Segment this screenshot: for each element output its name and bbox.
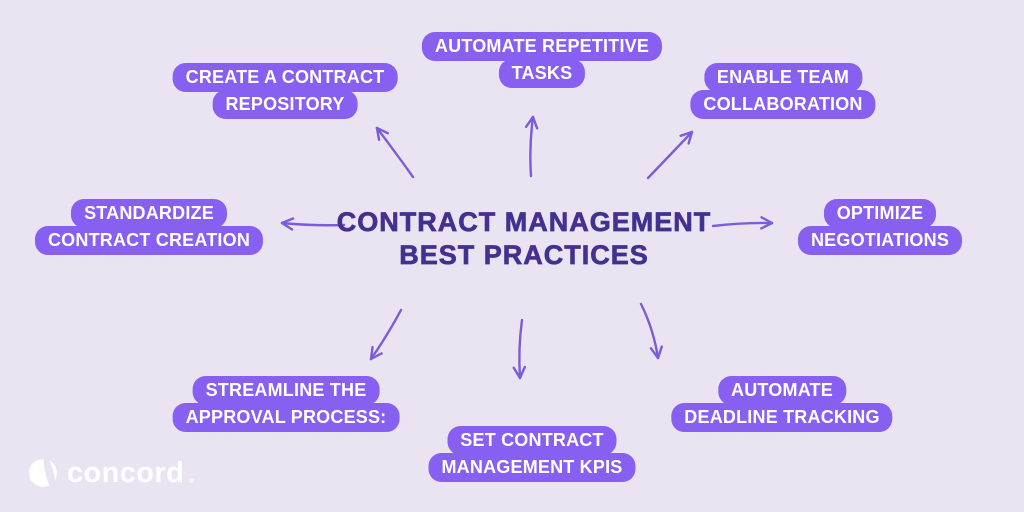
node-label-line: TASKS	[498, 59, 586, 88]
arrow-head	[760, 216, 774, 225]
node-optimize-negotiations: OPTIMIZE NEGOTIATIONS	[797, 199, 963, 255]
arrow-head	[375, 126, 389, 135]
node-label-line: STANDARDIZE	[71, 199, 227, 228]
arrow-head	[524, 115, 535, 128]
arrow-head	[280, 221, 294, 231]
concord-logo: concord	[28, 457, 195, 489]
node-label-line: STREAMLINE THE	[192, 376, 380, 405]
arrow-head	[679, 130, 694, 137]
node-label-line: ENABLE TEAM	[703, 63, 863, 92]
arrow-head	[687, 130, 694, 145]
arrow-head	[369, 352, 383, 361]
arrow-shaft	[646, 130, 694, 180]
center-topic-line: CONTRACT MANAGEMENT	[336, 207, 712, 238]
node-label-line: CREATE A CONTRACT	[172, 63, 398, 92]
concord-mark-icon	[29, 458, 57, 488]
arrow-shaft	[280, 221, 346, 227]
node-label-line: AUTOMATE REPETITIVE	[421, 32, 663, 61]
node-label-line: SET CONTRACT	[447, 426, 617, 455]
arrow-head	[649, 347, 660, 360]
arrow-shaft	[518, 318, 524, 380]
arrow-head	[512, 366, 522, 380]
node-label-line: AUTOMATE	[718, 376, 846, 405]
node-label-line: OPTIMIZE	[823, 199, 937, 228]
node-label-line: COLLABORATION	[690, 90, 876, 119]
node-label-line: NEGOTIATIONS	[797, 226, 963, 255]
arrow-shaft	[639, 302, 660, 360]
arrow-shaft	[529, 115, 535, 178]
concord-logo-text: concord	[67, 457, 185, 489]
arrow-head	[760, 221, 774, 230]
center-topic-line: BEST PRACTICES	[399, 240, 649, 271]
arrow-shaft	[711, 221, 774, 228]
arrow-head	[518, 365, 526, 380]
node-set-contract-management-kpis: SET CONTRACT MANAGEMENT KPIS	[428, 426, 636, 482]
arrow-head	[656, 345, 663, 360]
arrow-shaft	[375, 126, 415, 179]
node-label-line: MANAGEMENT KPIS	[428, 453, 636, 482]
node-label-line: APPROVAL PROCESS:	[172, 403, 400, 432]
arrow-shaft	[369, 308, 403, 361]
arrow-head	[531, 115, 539, 130]
node-standardize-contract-creation: STANDARDIZE CONTRACT CREATION	[34, 199, 264, 255]
node-enable-team-collaboration: ENABLE TEAM COLLABORATION	[690, 63, 876, 119]
arrow-head	[375, 126, 381, 141]
node-streamline-the-approval-process: STREAMLINE THE APPROVAL PROCESS:	[172, 376, 400, 432]
node-automate-repetitive-tasks: AUTOMATE REPETITIVE TASKS	[421, 32, 663, 88]
center-topic: CONTRACT MANAGEMENT BEST PRACTICES	[336, 206, 712, 272]
concord-logo-dot	[189, 478, 195, 483]
node-label-line: CONTRACT CREATION	[34, 226, 264, 255]
node-automate-deadline-tracking: AUTOMATE DEADLINE TRACKING	[671, 376, 893, 432]
arrow-head	[369, 345, 374, 361]
arrow-head	[280, 217, 295, 225]
node-label-line: REPOSITORY	[212, 90, 358, 119]
node-label-line: DEADLINE TRACKING	[671, 403, 893, 432]
node-create-a-contract-repository: CREATE A CONTRACT REPOSITORY	[172, 63, 398, 119]
